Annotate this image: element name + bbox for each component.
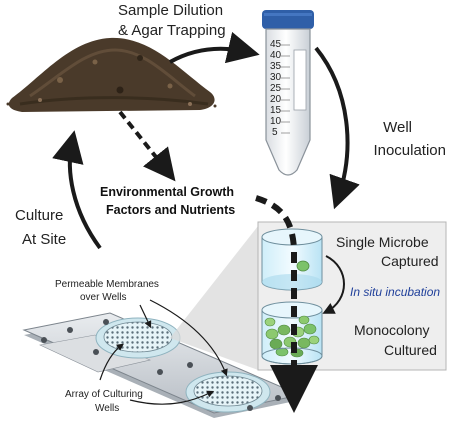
tube-mark: 10 (270, 116, 282, 127)
tube-mark: 40 (270, 50, 282, 61)
label-culture-2: At Site (22, 231, 66, 248)
label-array-1: Array of Culturing (65, 389, 143, 400)
label-monocolony-2: Cultured (384, 342, 437, 358)
centrifuge-tube-image: 45 40 35 30 25 20 15 10 5 (262, 10, 314, 176)
label-sample-dilution-2: & Agar Trapping (118, 22, 226, 39)
label-single-microbe-2: Captured (381, 253, 439, 269)
label-permeable-2: over Wells (80, 292, 127, 303)
single-microbe-well (261, 228, 323, 291)
tube-cap (262, 10, 314, 29)
arrow-to-tube (169, 31, 260, 64)
pointer-array-1 (99, 343, 124, 381)
soil-pile-image (6, 37, 217, 113)
label-culture-1: Culture (15, 207, 63, 224)
label-in-situ: In situ incubation (350, 285, 440, 299)
culturing-strip-device (22, 312, 302, 418)
single-microbe (296, 260, 310, 272)
label-env-2: Factors and Nutrients (106, 203, 235, 217)
tube-mark: 25 (270, 83, 282, 94)
arrow-well-inoculation (314, 46, 360, 210)
label-well-2: Inoculation (373, 142, 446, 159)
label-well-1: Well (383, 119, 412, 136)
pointer-membrane-1 (139, 304, 152, 329)
microbe-colony (264, 315, 320, 358)
arrow-env-factors (118, 110, 176, 182)
arrow-culture-at-site (52, 130, 102, 250)
label-env-1: Environmental Growth (100, 185, 234, 199)
pointer-array-2 (129, 390, 215, 405)
label-sample-dilution-1: Sample Dilution (118, 2, 223, 19)
label-single-microbe-1: Single Microbe (336, 234, 429, 250)
tube-mark: 45 (270, 39, 282, 50)
tube-scale: 45 40 35 30 25 20 15 10 5 (270, 39, 290, 138)
label-array-2: Wells (95, 403, 119, 414)
tube-mark: 30 (270, 72, 282, 83)
pointer-membrane-2 (149, 299, 228, 377)
label-permeable-1: Permeable Membranes (55, 279, 159, 290)
tube-mark: 5 (272, 127, 278, 138)
tube-mark: 35 (270, 61, 282, 72)
tube-mark: 15 (270, 105, 282, 116)
arrow-nutrients-to-wells (255, 195, 318, 413)
tube-mark: 20 (270, 94, 282, 105)
arrow-incubation (322, 255, 345, 314)
label-monocolony-1: Monocolony (354, 322, 430, 338)
